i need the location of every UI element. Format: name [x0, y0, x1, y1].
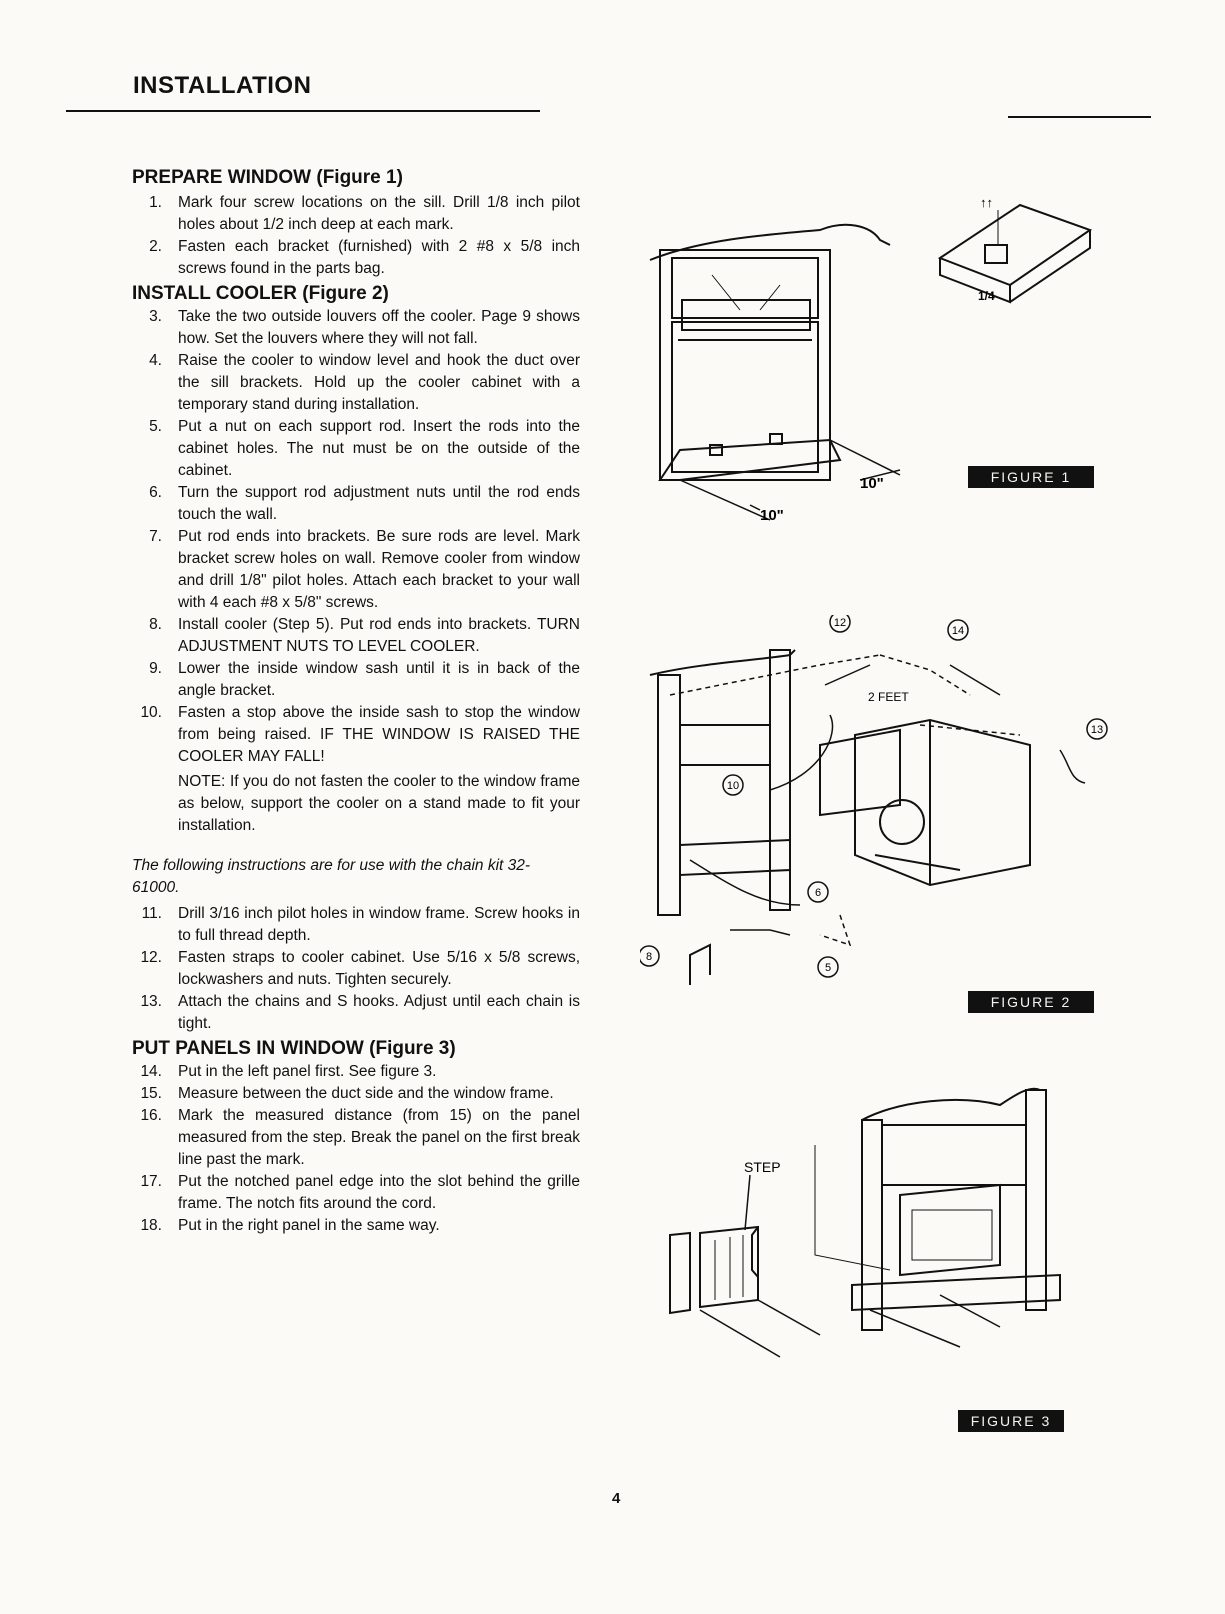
- step-item: 4. Raise the cooler to window level and h…: [132, 350, 580, 416]
- step-text: Install cooler (Step 5). Put rod ends in…: [178, 616, 580, 655]
- step-text: Raise the cooler to window level and hoo…: [178, 352, 580, 413]
- step-number: 5.: [149, 418, 162, 435]
- header-rule-left: [66, 110, 540, 112]
- figure-2: 12 14 13 10 6 8 5 2 FEET FIGURE 2: [638, 611, 1140, 1015]
- steps-prepare-window: 1. Mark four screw locations on the sill.…: [132, 192, 580, 280]
- section-title-prepare-window: PREPARE WINDOW (Figure 1): [132, 167, 403, 188]
- step-text: Fasten each bracket (furnished) with 2 #…: [178, 238, 580, 277]
- step-item: 14. Put in the left panel first. See figu…: [132, 1061, 580, 1083]
- callout-label: 8: [646, 951, 652, 963]
- step-number: 17.: [140, 1173, 162, 1190]
- callout-6: [807, 881, 829, 903]
- instructions-column: PREPARE WINDOW (Figure 1) 1. Mark four sc…: [132, 166, 580, 1237]
- callout-label: 6: [815, 887, 821, 899]
- figure-3: STEP FIGURE 3: [640, 1085, 1140, 1435]
- step-text: Take the two outside louvers off the coo…: [178, 308, 580, 347]
- step-item: 8. Install cooler (Step 5). Put rod ends …: [132, 614, 580, 658]
- step-text: Fasten a stop above the inside sash to s…: [178, 704, 580, 765]
- step-number: 2.: [149, 238, 162, 255]
- figure-2-label: FIGURE 2: [968, 991, 1094, 1013]
- dimension-label: 1/4: [978, 289, 995, 303]
- steps-install-cooler: 3. Take the two outside louvers off the c…: [132, 306, 580, 768]
- svg-text:↑↑: ↑↑: [980, 195, 993, 210]
- step-text: Mark the measured distance (from 15) on …: [178, 1107, 580, 1168]
- step-label: STEP: [744, 1159, 781, 1175]
- callout-13: [1086, 718, 1108, 740]
- figure-3-label: FIGURE 3: [958, 1410, 1064, 1432]
- page-number: 4: [612, 1490, 621, 1507]
- step-number: 10.: [140, 704, 162, 721]
- section-title-put-panels: PUT PANELS IN WINDOW (Figure 3): [132, 1038, 456, 1059]
- figure-1: 10" 10" ↑↑ 1/4 FIGURE 1: [640, 190, 1140, 530]
- header-rule-right: [1008, 116, 1151, 118]
- step-text: Fasten straps to cooler cabinet. Use 5/1…: [178, 949, 580, 988]
- callout-label: 12: [834, 617, 846, 629]
- step-number: 14.: [140, 1063, 162, 1080]
- step-text: Put the notched panel edge into the slot…: [178, 1173, 580, 1212]
- step-item: 17. Put the notched panel edge into the s…: [132, 1171, 580, 1215]
- steps-put-panels: 14. Put in the left panel first. See figu…: [132, 1061, 580, 1237]
- step-number: 12.: [140, 949, 162, 966]
- step-number: 8.: [149, 616, 162, 633]
- step-text: Lower the inside window sash until it is…: [178, 660, 580, 699]
- steps-chain-kit: 11. Drill 3/16 inch pilot holes in window…: [132, 903, 580, 1035]
- step-text: Drill 3/16 inch pilot holes in window fr…: [178, 905, 580, 944]
- step-item: 12. Fasten straps to cooler cabinet. Use …: [132, 947, 580, 991]
- step-number: 13.: [140, 993, 162, 1010]
- callout-label: 14: [952, 625, 964, 637]
- callout-14: [947, 619, 969, 641]
- step-text: Put in the right panel in the same way.: [178, 1217, 440, 1234]
- chain-kit-intro: The following instructions are for use w…: [132, 857, 531, 896]
- step-item: 11. Drill 3/16 inch pilot holes in window…: [132, 903, 580, 947]
- step-number: 4.: [149, 352, 162, 369]
- figure-2-illustration: 12 14 13 10 6 8 5 2 FEET: [638, 611, 1108, 985]
- section-title-install-cooler: INSTALL COOLER (Figure 2): [132, 283, 389, 304]
- step-item: 6. Turn the support rod adjustment nuts u…: [132, 482, 580, 526]
- step-item: 9. Lower the inside window sash until it …: [132, 658, 580, 702]
- step-text: Put in the left panel first. See figure …: [178, 1063, 437, 1080]
- step-item: 3. Take the two outside louvers off the c…: [132, 306, 580, 350]
- step-text: Measure between the duct side and the wi…: [178, 1085, 554, 1102]
- step-number: 18.: [140, 1217, 162, 1234]
- step-text: Put a nut on each support rod. Insert th…: [178, 418, 580, 479]
- callout-label: 5: [825, 962, 831, 974]
- step-item: 5. Put a nut on each support rod. Insert …: [132, 416, 580, 482]
- callout-10: [722, 774, 744, 796]
- callout-label: 10: [727, 780, 739, 792]
- step-item: 18. Put in the right panel in the same wa…: [132, 1215, 580, 1237]
- step-text: Mark four screw locations on the sill. D…: [178, 194, 580, 233]
- step-item: 2. Fasten each bracket (furnished) with 2…: [132, 236, 580, 280]
- step-number: 9.: [149, 660, 162, 677]
- dimension-label: 10": [760, 507, 784, 524]
- step-number: 16.: [140, 1107, 162, 1124]
- callout-label: 13: [1091, 724, 1103, 736]
- step-number: 11.: [141, 905, 162, 922]
- step-number: 15.: [140, 1085, 162, 1102]
- step-item: 15. Measure between the duct side and the…: [132, 1083, 580, 1105]
- step-number: 6.: [149, 484, 162, 501]
- step-text: Turn the support rod adjustment nuts unt…: [178, 484, 580, 523]
- step-text: Attach the chains and S hooks. Adjust un…: [178, 993, 580, 1032]
- step-number: 7.: [149, 528, 162, 545]
- distance-label: 2 FEET: [868, 690, 909, 704]
- figure-1-label: FIGURE 1: [968, 466, 1094, 488]
- figure-1-illustration: 10" 10" ↑↑ 1/4: [649, 195, 1093, 524]
- callout-5: [817, 956, 839, 978]
- step-item: 10. Fasten a stop above the inside sash t…: [132, 702, 580, 768]
- note-text: NOTE: If you do not fasten the cooler to…: [178, 773, 580, 834]
- step-item: 13. Attach the chains and S hooks. Adjust…: [132, 991, 580, 1035]
- page-header: INSTALLATION: [133, 72, 312, 99]
- step-number: 3.: [149, 308, 162, 325]
- figure-3-illustration: STEP: [669, 1087, 1061, 1358]
- step-text: Put rod ends into brackets. Be sure rods…: [178, 528, 580, 611]
- step-item: 7. Put rod ends into brackets. Be sure ro…: [132, 526, 580, 614]
- step-number: 1.: [149, 194, 162, 211]
- step-item: 1. Mark four screw locations on the sill.…: [132, 192, 580, 236]
- dimension-label: 10": [860, 475, 884, 492]
- step-item: 16. Mark the measured distance (from 15) …: [132, 1105, 580, 1171]
